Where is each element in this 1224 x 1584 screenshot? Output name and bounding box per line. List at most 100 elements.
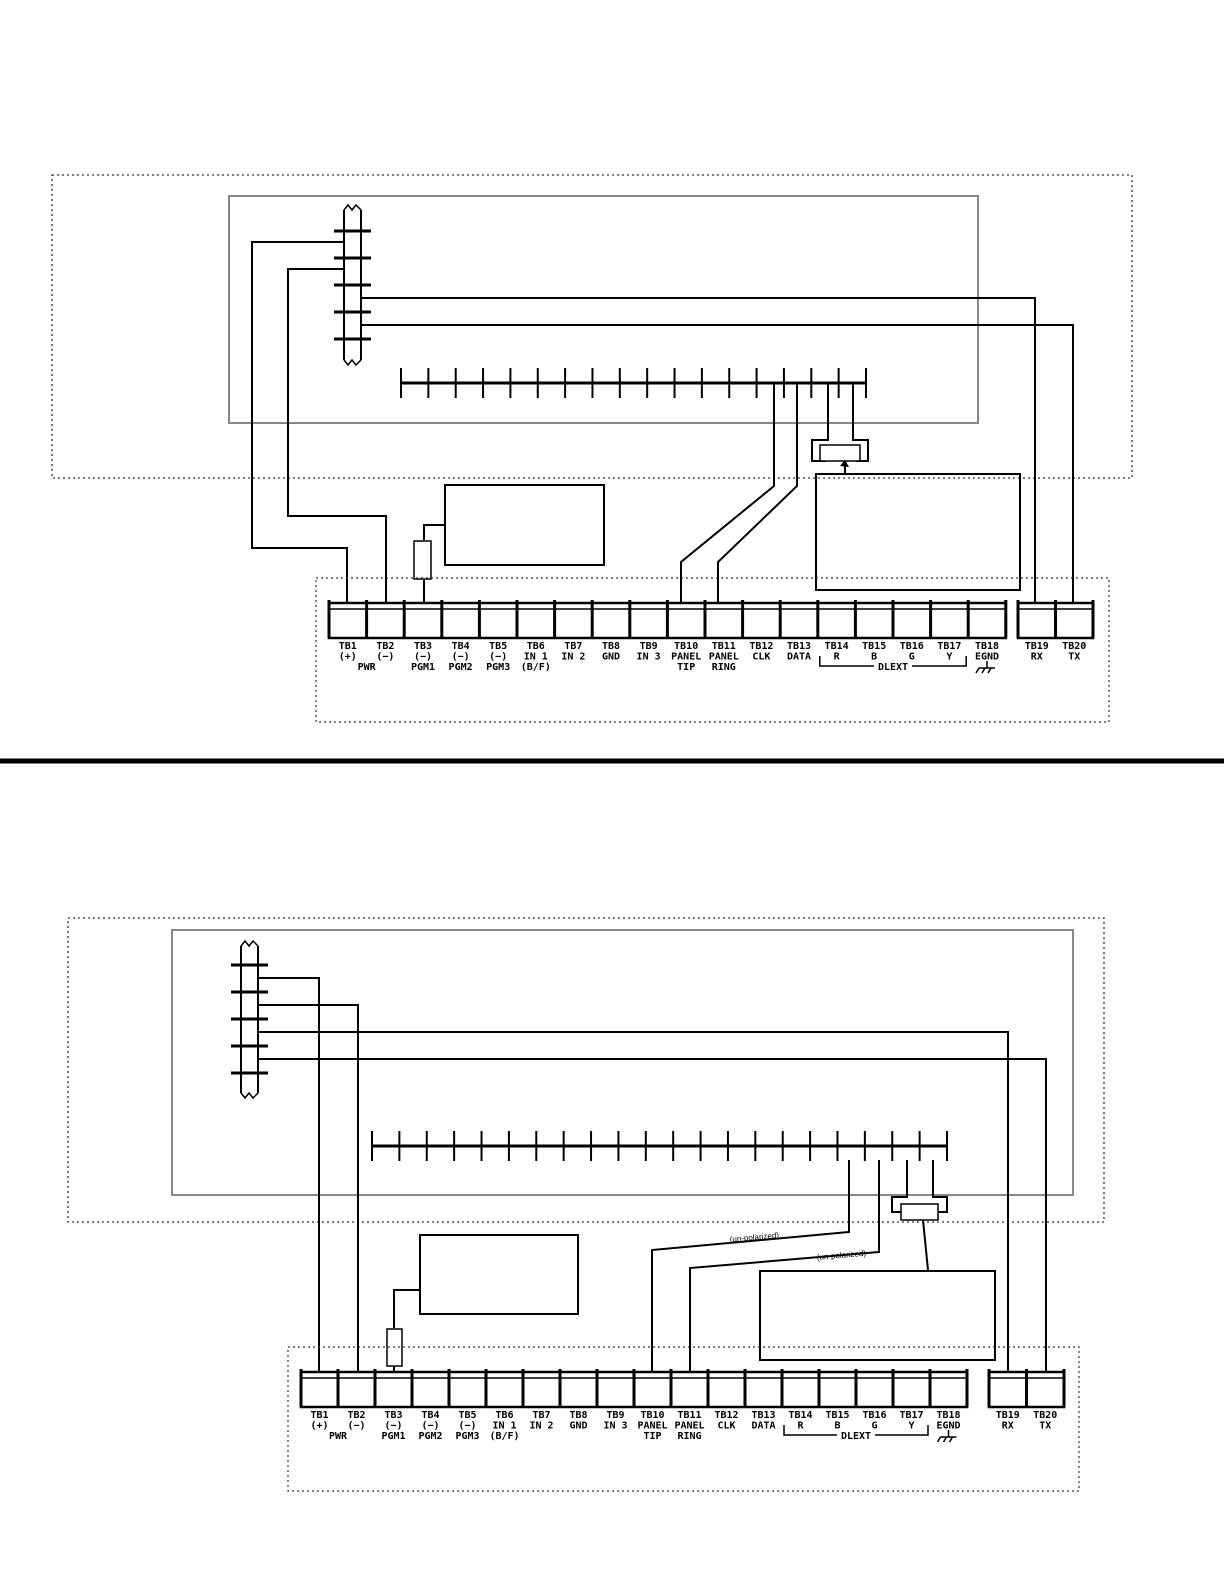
terminal-label-tb17: Y (946, 652, 952, 663)
terminal-label-tb13: DATA (751, 1421, 775, 1432)
terminal-label-tb9: IN 3 (603, 1421, 627, 1432)
terminal-label-tb9: TB9 (606, 1410, 624, 1421)
terminal-label-tb4: PGM2 (449, 662, 473, 673)
dlext-group-label: DLEXT (841, 1431, 871, 1442)
terminal-label-tb1: (+) (339, 652, 357, 663)
terminal-label-tb18: TB18 (936, 1410, 960, 1421)
terminal-label-tb13: DATA (787, 652, 811, 663)
terminal-label-tb14: TB14 (788, 1410, 812, 1421)
panel-board-outline (171, 929, 1074, 1196)
terminal-label-tb19: RX (1031, 652, 1043, 663)
terminal-label-tb18: TB18 (975, 641, 999, 652)
terminal-label-tb11: PANEL (674, 1421, 704, 1432)
dlext-label-bg (874, 660, 912, 671)
terminal-label-tb1: (+) (310, 1421, 328, 1432)
terminal-label-tb1: TB1 (310, 1410, 328, 1421)
terminal-label-tb11: TB11 (677, 1410, 701, 1421)
terminal-label-tb17: Y (908, 1421, 914, 1432)
terminal-label-tb16: G (909, 652, 915, 663)
device-box (444, 484, 605, 566)
terminal-label-tb12: TB12 (749, 641, 773, 652)
terminal-label-tb5: (−) (489, 652, 507, 663)
terminal-label-tb10: PANEL (671, 652, 701, 663)
terminal-label-tb2: (−) (376, 652, 394, 663)
terminal-label-tb3: PGM1 (381, 1431, 405, 1442)
terminal-label-tb11: PANEL (709, 652, 739, 663)
terminal-label-tb7: IN 2 (561, 652, 585, 663)
terminal-label-tb4: PGM2 (418, 1431, 442, 1442)
terminal-label-tb14: TB14 (825, 641, 849, 652)
terminal-label-tb11: RING (677, 1431, 701, 1442)
terminal-label-tb2: TB2 (347, 1410, 365, 1421)
terminal-label-tb13: TB13 (787, 641, 811, 652)
terminal-label-tb7: IN 2 (529, 1421, 553, 1432)
board-terminal-bar (400, 368, 867, 398)
connector-strip (231, 939, 268, 1100)
terminal-label-tb1: TB1 (339, 641, 357, 652)
resistor-icon (819, 444, 861, 462)
terminal-label-tb12: TB12 (714, 1410, 738, 1421)
terminal-label-tb3: TB3 (414, 641, 432, 652)
terminal-label-tb12: CLK (752, 652, 770, 663)
terminal-label-tb3: PGM1 (411, 662, 435, 673)
terminal-label-tb11: RING (712, 662, 736, 673)
terminal-label-tb2: TB2 (376, 641, 394, 652)
terminal-label-tb6: (B/F) (521, 662, 551, 673)
wires-bottom (258, 977, 1047, 1372)
terminal-label-tb5: PGM3 (486, 662, 510, 673)
terminal-label-tb10: TB10 (640, 1410, 664, 1421)
dlext-group-label: DLEXT (878, 662, 908, 673)
panel-enclosure-outline (51, 174, 1133, 479)
terminal-label-tb12: CLK (717, 1421, 735, 1432)
panel-board-outline (228, 195, 979, 424)
terminal-label-tb3: (−) (414, 652, 432, 663)
unpolarized-note: (un-polarized) (816, 1249, 866, 1262)
board-terminal-bar (371, 1131, 948, 1161)
wiring-diagram-bottom: (un-polarized) (un-polarized) TB1(+)TB2(… (67, 917, 1105, 1492)
terminal-label-tb4: TB4 (421, 1410, 439, 1421)
arrow-icon (840, 460, 849, 467)
module-outline (315, 577, 1110, 723)
terminal-label-tb5: (−) (458, 1421, 476, 1432)
terminal-label-tb6: TB6 (527, 641, 545, 652)
terminal-block-row: TB1(+)TB2(−)TB3(−)PGM1TB4(−)PGM2TB5(−)PG… (299, 1369, 1066, 1443)
terminal-label-tb7: TB7 (532, 1410, 550, 1421)
terminal-label-tb9: TB9 (640, 641, 658, 652)
terminal-label-tb16: TB16 (900, 641, 924, 652)
terminal-label-tb2: (−) (347, 1421, 365, 1432)
terminal-label-tb19: TB19 (1025, 641, 1049, 652)
terminal-label-tb18: EGND (975, 652, 999, 663)
terminal-label-tb8: TB8 (602, 641, 620, 652)
resistor-icon (413, 540, 432, 580)
terminal-label-tb20: TB20 (1062, 641, 1086, 652)
unpolarized-note: (un-polarized) (729, 1231, 779, 1244)
device-box (815, 473, 1021, 591)
terminal-label-tb20: TX (1039, 1421, 1051, 1432)
terminal-label-tb10: TIP (643, 1431, 661, 1442)
terminal-label-tb10: PANEL (637, 1421, 667, 1432)
terminal-label-tb5: TB5 (458, 1410, 476, 1421)
terminal-label-tb16: G (871, 1421, 877, 1432)
terminal-label-tb20: TX (1068, 652, 1080, 663)
wiring-diagram-top: TB1(+)TB2(−)TB3(−)PGM1TB4(−)PGM2TB5(−)PG… (51, 174, 1133, 723)
terminal-label-tb6: TB6 (495, 1410, 513, 1421)
terminal-label-tb11: TB11 (712, 641, 736, 652)
terminal-label-tb4: (−) (421, 1421, 439, 1432)
terminal-label-tb8: GND (569, 1421, 587, 1432)
connector-strip (334, 203, 371, 367)
terminal-label-tb9: IN 3 (637, 652, 661, 663)
terminal-label-tb6: IN 1 (492, 1421, 516, 1432)
terminal-label-tb5: TB5 (489, 641, 507, 652)
terminal-label-tb15: TB15 (862, 641, 886, 652)
device-box (759, 1270, 996, 1361)
terminal-block-row: TB1(+)TB2(−)TB3(−)PGM1TB4(−)PGM2TB5(−)PG… (327, 600, 1095, 674)
resistor-icon (900, 1203, 939, 1221)
terminal-label-tb18: EGND (936, 1421, 960, 1432)
earth-ground-icon (975, 661, 995, 674)
terminal-label-tb6: IN 1 (524, 652, 548, 663)
terminal-label-tb15: B (871, 652, 877, 663)
dlext-label-bg (837, 1429, 875, 1440)
terminal-label-tb8: TB8 (569, 1410, 587, 1421)
pwr-group-label: PWR (358, 662, 377, 673)
